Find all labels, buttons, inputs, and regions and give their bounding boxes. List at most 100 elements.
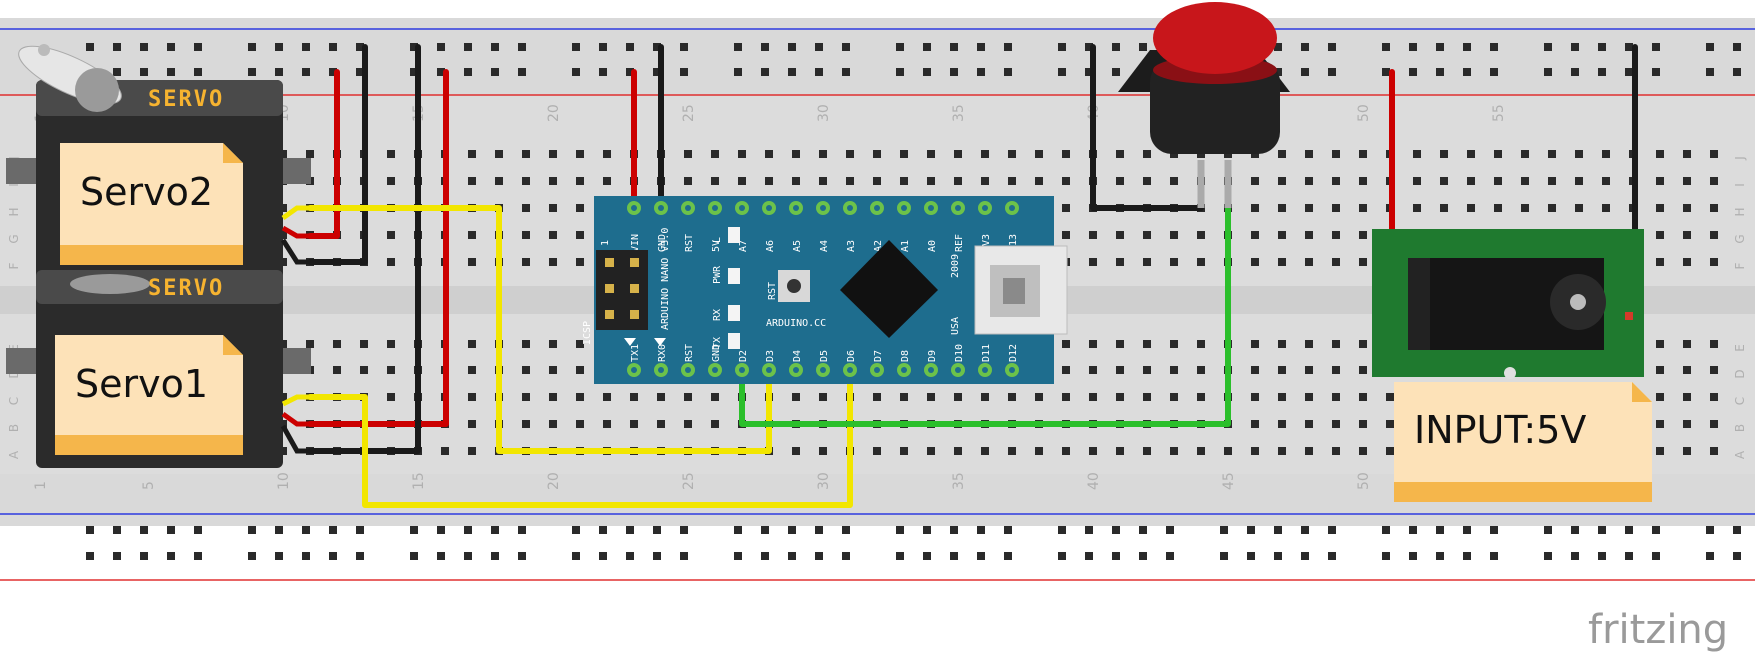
breadboard-hole bbox=[819, 177, 827, 185]
breadboard-hole bbox=[684, 420, 692, 428]
breadboard-hole bbox=[711, 393, 719, 401]
breadboard-hole bbox=[684, 150, 692, 158]
breadboard-hole bbox=[1359, 231, 1367, 239]
rail-hole bbox=[1598, 526, 1606, 534]
breadboard-hole bbox=[846, 177, 854, 185]
arduino-pin-label: D5 bbox=[819, 350, 830, 362]
rail-hole bbox=[410, 552, 418, 560]
breadboard-hole bbox=[1143, 177, 1151, 185]
breadboard-hole bbox=[306, 150, 314, 158]
rail-hole bbox=[896, 43, 904, 51]
rail-hole bbox=[1085, 68, 1093, 76]
rail-hole bbox=[977, 526, 985, 534]
rail-hole bbox=[86, 552, 94, 560]
rail-hole bbox=[923, 43, 931, 51]
breadboard-hole bbox=[468, 258, 476, 266]
breadboard-hole bbox=[1305, 366, 1313, 374]
rail-hole bbox=[1274, 43, 1282, 51]
rail-hole bbox=[1247, 552, 1255, 560]
breadboard-hole bbox=[549, 340, 557, 348]
rail-hole bbox=[923, 526, 931, 534]
arduino-pin-label: TX1 bbox=[630, 344, 641, 362]
breadboard-hole bbox=[1251, 366, 1259, 374]
breadboard-hole bbox=[1251, 177, 1259, 185]
rail-hole bbox=[113, 552, 121, 560]
rail-hole bbox=[1436, 68, 1444, 76]
rail-hole bbox=[680, 552, 688, 560]
breadboard-hole bbox=[927, 393, 935, 401]
pin1-label: 1 bbox=[600, 240, 611, 246]
breadboard-hole bbox=[1467, 177, 1475, 185]
breadboard-hole bbox=[1440, 150, 1448, 158]
arduino-pin-label: VIN bbox=[630, 234, 641, 252]
rail-hole bbox=[653, 43, 661, 51]
year-label: 2009 bbox=[950, 254, 961, 278]
rail-hole bbox=[1247, 526, 1255, 534]
arduino-pin-label: D4 bbox=[792, 350, 803, 362]
rail-hole bbox=[1652, 68, 1660, 76]
breadboard-hole bbox=[954, 447, 962, 455]
breadboard-hole bbox=[1008, 393, 1016, 401]
rail-hole bbox=[491, 526, 499, 534]
rail-hole bbox=[1409, 43, 1417, 51]
breadboard-hole bbox=[1440, 177, 1448, 185]
note-servo2 bbox=[60, 143, 243, 265]
breadboard-hole bbox=[1332, 393, 1340, 401]
rail-hole bbox=[1004, 552, 1012, 560]
arduino-pin-label: REF bbox=[954, 234, 965, 252]
rail-hole bbox=[1328, 68, 1336, 76]
column-number: 20 bbox=[546, 104, 562, 122]
rail-hole bbox=[626, 68, 634, 76]
breadboard-hole bbox=[1386, 447, 1394, 455]
rail-hole bbox=[1328, 526, 1336, 534]
rail-hole bbox=[788, 552, 796, 560]
breadboard-hole bbox=[1278, 393, 1286, 401]
breadboard-hole bbox=[1656, 177, 1664, 185]
rail-hole bbox=[923, 68, 931, 76]
breadboard-hole bbox=[1359, 420, 1367, 428]
breadboard-hole bbox=[1251, 231, 1259, 239]
breadboard-hole bbox=[1413, 204, 1421, 212]
breadboard-hole bbox=[603, 177, 611, 185]
breadboard-hole bbox=[1359, 150, 1367, 158]
breadboard-hole bbox=[1683, 150, 1691, 158]
wire-black-button bbox=[1090, 44, 1204, 211]
rail-hole bbox=[248, 68, 256, 76]
rail-hole bbox=[1409, 552, 1417, 560]
breadboard-hole bbox=[1278, 340, 1286, 348]
breadboard-hole bbox=[873, 393, 881, 401]
rail-hole bbox=[302, 43, 310, 51]
rail-hole bbox=[1625, 552, 1633, 560]
rail-hole bbox=[1058, 68, 1066, 76]
breadboard-hole bbox=[1170, 231, 1178, 239]
breadboard-hole bbox=[576, 366, 584, 374]
breadboard-hole bbox=[1683, 420, 1691, 428]
rail-hole bbox=[977, 68, 985, 76]
row-letter: C bbox=[7, 397, 21, 405]
svg-text:TX: TX bbox=[712, 337, 723, 349]
breadboard-hole bbox=[630, 393, 638, 401]
breadboard-hole bbox=[1521, 177, 1529, 185]
breadboard-hole bbox=[819, 150, 827, 158]
rail-hole bbox=[788, 68, 796, 76]
breadboard-hole bbox=[468, 420, 476, 428]
breadboard-hole bbox=[1035, 177, 1043, 185]
breadboard-hole bbox=[549, 366, 557, 374]
row-letter: A bbox=[7, 450, 21, 459]
rail-hole bbox=[1112, 68, 1120, 76]
breadboard-hole bbox=[1197, 231, 1205, 239]
breadboard-hole bbox=[576, 393, 584, 401]
breadboard-hole bbox=[522, 258, 530, 266]
row-letter: A bbox=[1733, 450, 1747, 459]
breadboard-hole bbox=[1386, 393, 1394, 401]
breadboard-hole bbox=[792, 447, 800, 455]
arduino-pin-label: D3 bbox=[765, 350, 776, 362]
column-number: 20 bbox=[546, 472, 562, 490]
row-letter: J bbox=[1733, 156, 1747, 161]
servo-leads bbox=[280, 205, 310, 454]
breadboard-hole bbox=[900, 447, 908, 455]
rail-hole bbox=[896, 68, 904, 76]
breadboard-hole bbox=[1089, 393, 1097, 401]
